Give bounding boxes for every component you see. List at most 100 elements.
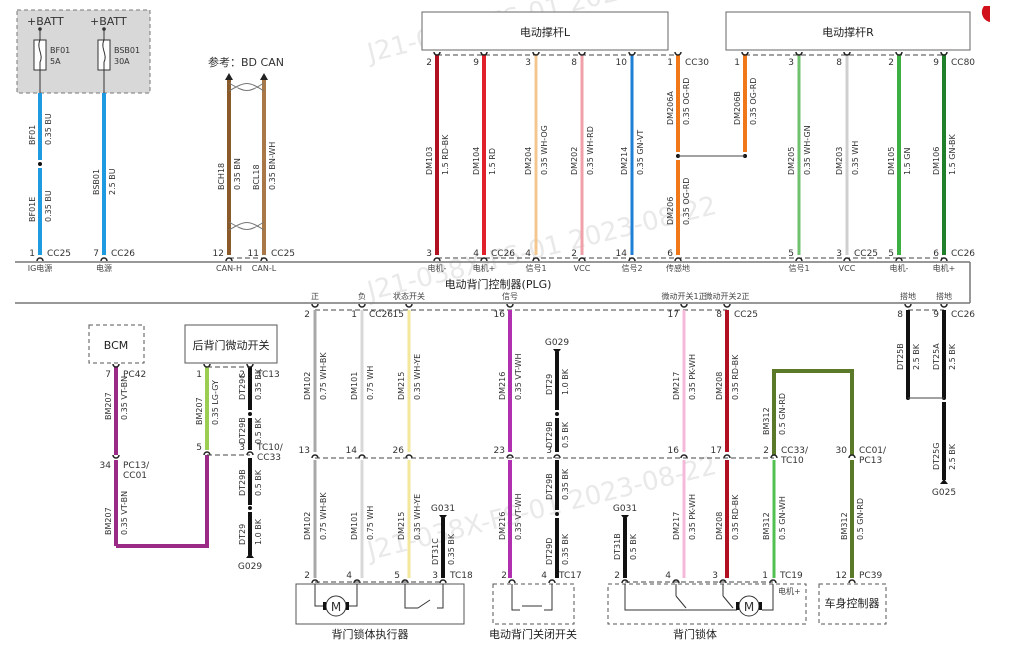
pin-terminal <box>260 257 268 262</box>
pin-number: 34 <box>100 461 112 471</box>
pin-terminal <box>674 51 682 56</box>
plg-pin-name: 信号1 <box>788 263 809 273</box>
connector-id: CC01/ <box>859 446 887 456</box>
pin-number: 15 <box>393 310 404 320</box>
pin-terminal <box>358 303 366 308</box>
twisted-pair-icon <box>228 82 265 92</box>
pin-terminal <box>246 451 254 456</box>
wire-id-label: DM101 <box>350 372 359 400</box>
connector-id: PC13/ <box>123 461 150 471</box>
wires-layer <box>36 51 948 584</box>
pin-number: 3 <box>525 58 531 68</box>
pin-number: 14 <box>346 446 358 456</box>
pin-number: 5 <box>196 443 202 453</box>
wire-spec-label: 0.5 GN-RD <box>778 393 787 435</box>
plg-pin-name: 传感地 <box>666 263 690 273</box>
wire-spec-label: 1.5 GN <box>903 148 912 175</box>
connector-id: TC18 <box>449 571 473 581</box>
wire-spec-label: 0.35 OG-RD <box>682 78 691 125</box>
motor-label: M <box>744 600 754 614</box>
pin-number: 4 <box>346 571 352 581</box>
pin-number: 23 <box>494 446 505 456</box>
ground-label: G031 <box>431 504 455 514</box>
connector-id: CC25 <box>271 249 295 259</box>
pin-number: 1 <box>351 310 357 320</box>
pin-terminal <box>506 303 514 308</box>
plg-pin-name: VCC <box>839 264 856 273</box>
wire-id-label: DT25G <box>932 443 941 470</box>
pin-number: 17 <box>711 446 722 456</box>
connector-id: CC33/ <box>781 446 809 456</box>
pin-number: 3 <box>712 571 718 581</box>
wire-id-label: DT29B <box>545 473 554 500</box>
latch-box <box>607 583 807 625</box>
wire-id-label: DM206 <box>666 197 675 225</box>
pin-number: 1 <box>762 571 768 581</box>
pin-number: 5 <box>788 249 794 259</box>
fuse-box: +BATT +BATT BF01 5A BSB01 30A <box>16 9 151 94</box>
pin-number: 4 <box>665 571 671 581</box>
pin-number: 26 <box>393 446 405 456</box>
wire-id-label: BF01 <box>28 125 37 145</box>
pin-number: 16 <box>494 310 506 320</box>
pin-terminal <box>405 454 413 459</box>
wire-spec-label: 0.35 WH-YE <box>413 494 422 540</box>
connector-id: CC25 <box>47 249 71 259</box>
connector-id: PC42 <box>123 370 146 380</box>
pin-number: 5 <box>888 249 894 259</box>
pin-terminal <box>358 454 366 459</box>
plg-pin-name: 搭地 <box>900 291 916 301</box>
strut-l-title: 电动撑杆L <box>520 25 571 39</box>
pin-terminal <box>940 303 948 308</box>
motor-icon: M <box>736 595 762 617</box>
pin-terminal <box>843 51 851 56</box>
actuator-internals <box>314 584 774 611</box>
pin-terminal <box>940 257 948 262</box>
pin-terminal <box>311 303 319 308</box>
wire-spec-label: 0.5 GN-WH <box>778 496 787 540</box>
pin-terminal <box>311 454 319 459</box>
wire-id-label: DM216 <box>498 512 507 540</box>
pin-number: 4 <box>473 249 479 259</box>
plg-pin-name: 微动开关1正 <box>661 291 706 301</box>
pin-terminal <box>843 257 851 262</box>
plg-pin-name: 电机+ <box>933 263 956 273</box>
wire-id-label: BM312 <box>840 512 849 540</box>
pin-terminal <box>203 451 211 456</box>
wire-id-label: DT29 <box>545 374 554 395</box>
wire-spec-label: 0.35 BN <box>233 158 242 190</box>
pin-terminal <box>680 303 688 308</box>
strut-r-title: 电动撑杆R <box>822 25 874 39</box>
strut-l-box <box>421 11 669 51</box>
wire-id-label: DM206B <box>733 91 742 125</box>
plg-title: 电动背门控制器(PLG) <box>445 277 552 291</box>
ground-icon <box>439 515 447 520</box>
ground-label: G031 <box>613 504 637 514</box>
wire-spec-label: 0.35 WH <box>851 141 860 175</box>
splice-dot <box>555 412 559 416</box>
plg-pin-name: VCC <box>574 264 591 273</box>
pin-number: 16 <box>668 446 680 456</box>
connector-id: CC26 <box>951 310 975 320</box>
wire-id-label: DT31C <box>431 538 440 565</box>
pin-number: 3 <box>788 58 794 68</box>
fuse-id: BF01 <box>50 46 70 55</box>
plg-pin-name: 信号1 <box>525 263 546 273</box>
latch-actuator-box <box>295 583 465 625</box>
pin-number: 3 <box>432 571 438 581</box>
plg-pin-name: 负 <box>358 291 366 301</box>
wire-id-label: DT25A <box>932 343 941 370</box>
wire-id-label: DT25B <box>896 343 905 370</box>
pin-terminal <box>795 51 803 56</box>
pin-number: 2 <box>501 571 507 581</box>
wire-spec-label: 0.5 BK <box>254 469 263 496</box>
wire-spec-label: 0.35 BK <box>254 368 263 400</box>
wire-spec-label: 2.5 BU <box>108 168 117 195</box>
pin-number: 2 <box>426 58 432 68</box>
wire-spec-label: 0.35 OG-RD <box>682 178 691 225</box>
micro-switch-title: 后背门微动开关 <box>193 338 270 352</box>
wire-id-label: BM312 <box>762 512 771 540</box>
pin-terminal <box>895 51 903 56</box>
pin-number: 12 <box>213 249 224 259</box>
bcm-title: BCM <box>104 339 129 352</box>
